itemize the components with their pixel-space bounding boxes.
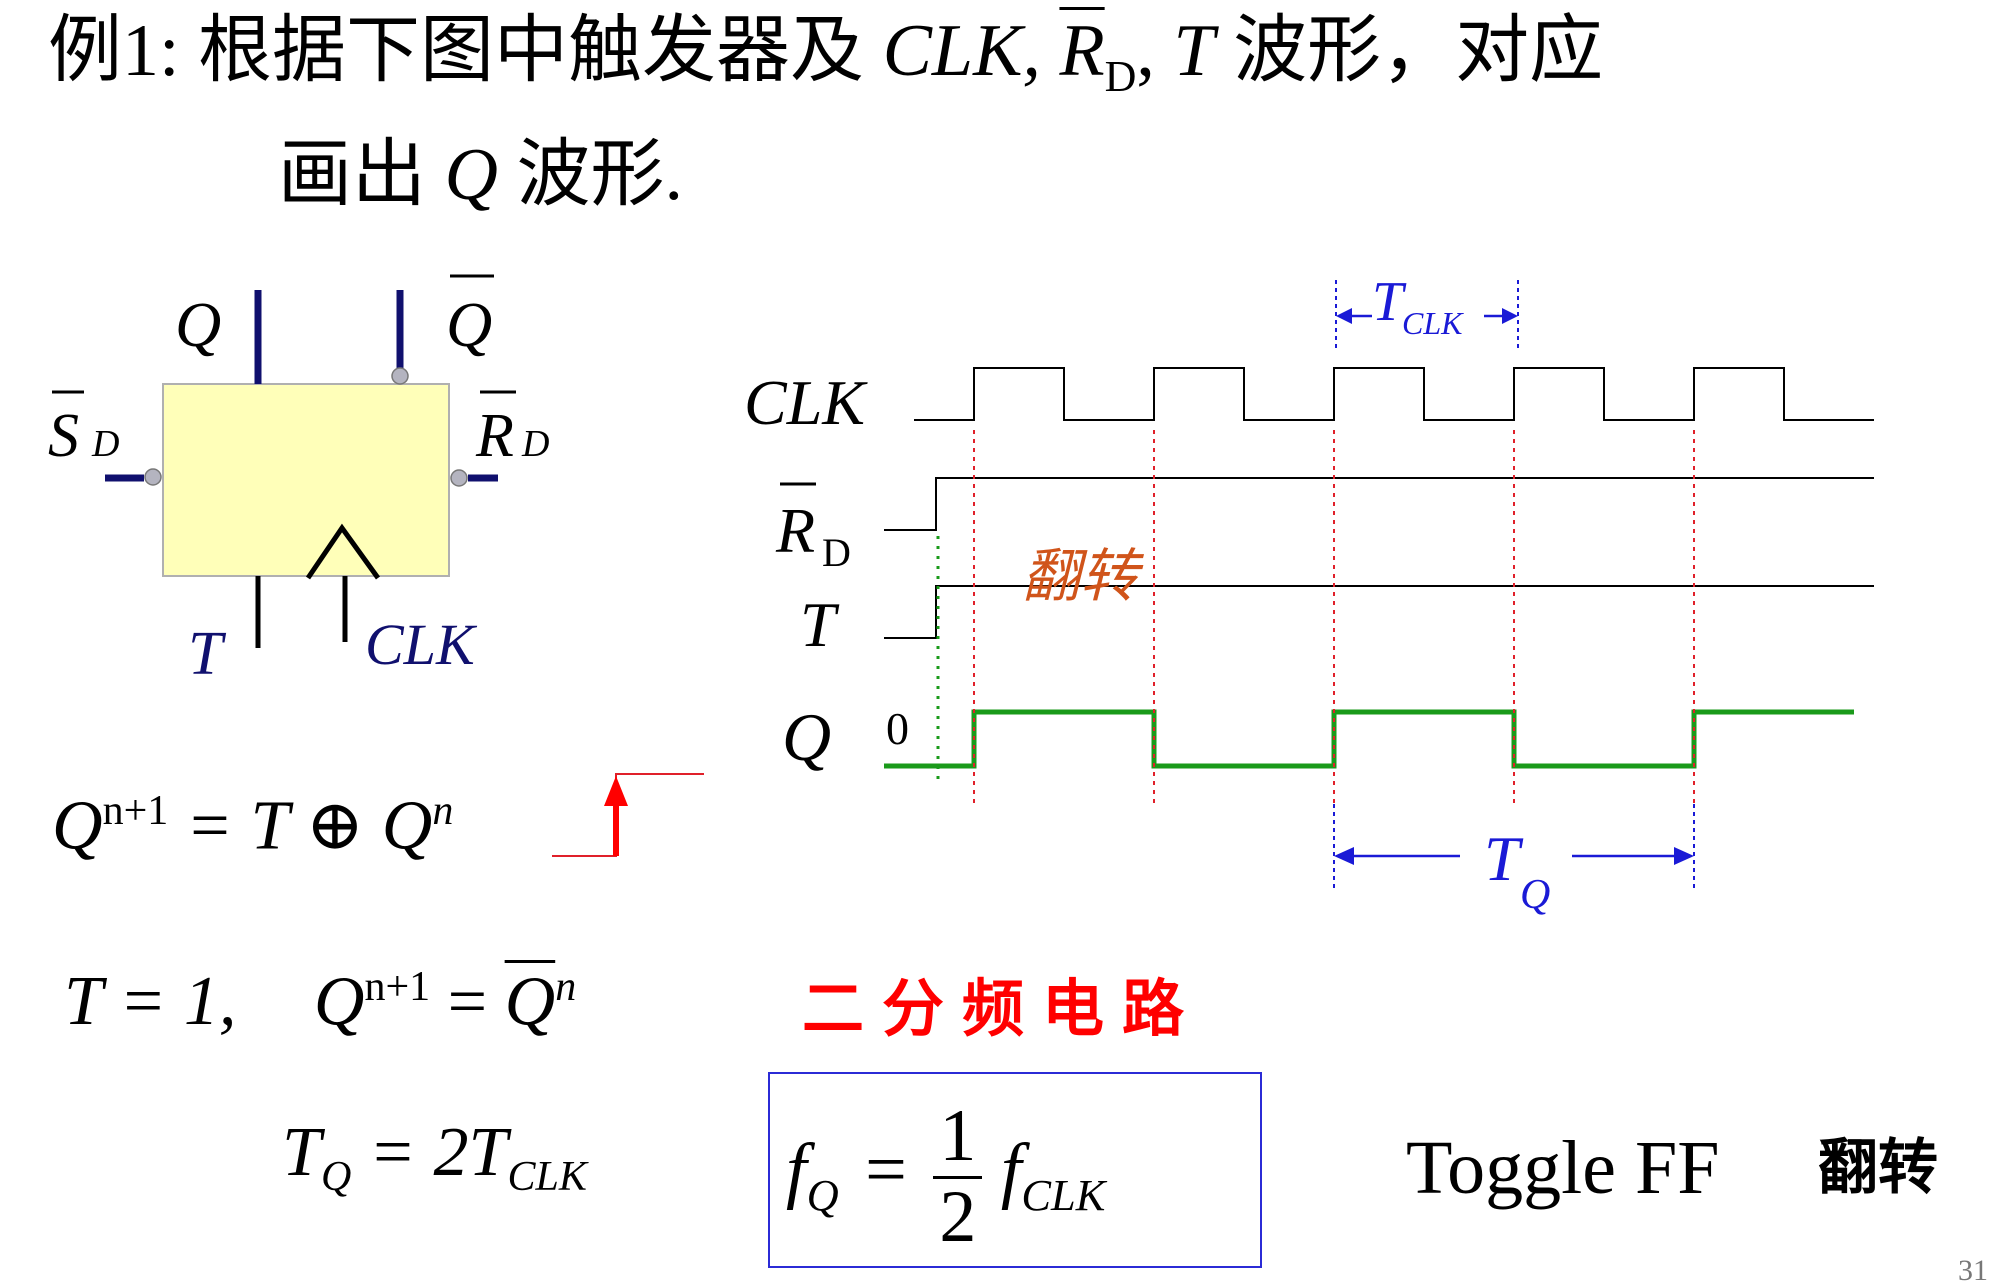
rising-edge-markers xyxy=(973,430,1695,804)
fq-rhs-sub: CLK xyxy=(1021,1169,1106,1220)
toggle-ff-label: Toggle FF xyxy=(1406,1126,1720,1210)
ff-rd-sub: D xyxy=(521,423,549,465)
t-wave-label: T xyxy=(800,589,840,660)
clk-waveform xyxy=(914,367,1874,421)
tq-arrowhead-left xyxy=(1334,847,1354,865)
fq-fraction: 1 2 xyxy=(933,1097,983,1258)
title-rd-sub: D xyxy=(1104,51,1137,101)
t1-equation: T = 1, Qn+1 = Qn xyxy=(64,966,576,1037)
title2-prefix: 画出 xyxy=(278,134,426,216)
frequency-formula: fQ = 1 2 fCLK xyxy=(786,1097,1106,1258)
q-wave-label: Q xyxy=(782,699,831,775)
title-prefix: 例1: 根据下图中触发器及 xyxy=(48,10,865,92)
rd-wave-label: R xyxy=(775,495,815,566)
q-initial-value: 0 xyxy=(886,703,909,754)
tq-eq-lhs-sub: Q xyxy=(320,1154,352,1200)
t1-cond: T = 1, xyxy=(64,963,237,1041)
ff-box xyxy=(162,383,450,577)
ff-qbar-label: Q xyxy=(446,289,492,360)
qbar-bubble xyxy=(391,367,409,385)
title-suffix: 波形，对应 xyxy=(1233,10,1604,92)
ff-t-label: T xyxy=(188,620,227,688)
tq-sub: Q xyxy=(1520,872,1550,918)
fq-eq: = xyxy=(865,1129,907,1212)
tclk-arrowhead-left xyxy=(1336,308,1352,324)
clock-edge-symbol xyxy=(305,523,381,580)
rd-wave-sub: D xyxy=(822,530,851,575)
title-line-1: 例1: 根据下图中触发器及 CLK, RD, T 波形，对应 xyxy=(48,14,1603,99)
t1-eq: = xyxy=(447,963,488,1041)
title-rd: R xyxy=(1059,10,1105,92)
tq-arrowhead-right xyxy=(1674,847,1694,865)
char-eq-rhs: = T ⊕ Q xyxy=(185,787,433,865)
toggle-ff-cn: 翻转 xyxy=(1818,1133,1938,1203)
sd-bubble xyxy=(144,468,162,486)
title-t: T xyxy=(1173,10,1215,92)
ff-clk-label: CLK xyxy=(365,612,478,677)
title2-suffix: 波形. xyxy=(516,134,683,216)
characteristic-equation: Qn+1 = T ⊕ Qn xyxy=(52,790,453,861)
fq-denominator: 2 xyxy=(939,1175,977,1258)
t-waveform xyxy=(884,585,1874,639)
tclk-sub: CLK xyxy=(1402,305,1464,341)
title-clk: CLK, xyxy=(882,10,1041,92)
tclk-label: T xyxy=(1372,271,1407,333)
title-line-2: 画出 Q 波形. xyxy=(278,138,683,212)
tclk-arrowhead-right xyxy=(1502,308,1518,324)
timing-diagram: T CLK CLK R D T 翻转 Q 0 xyxy=(744,271,1874,918)
tq-eq-rhs: = 2T xyxy=(368,1114,508,1191)
fq-rhs: f xyxy=(1000,1129,1022,1212)
period-equation: TQ = 2TCLK xyxy=(282,1118,587,1200)
clk-wave-label: CLK xyxy=(744,367,868,438)
title2-q: Q xyxy=(444,134,498,216)
t1-lhs-sup: n+1 xyxy=(364,964,431,1010)
fq-numerator: 1 xyxy=(933,1097,983,1179)
ff-q-label: Q xyxy=(175,289,221,360)
fq-lhs-sub: Q xyxy=(806,1169,839,1220)
fq-lhs: f xyxy=(786,1129,807,1212)
page-number: 31 xyxy=(1958,1254,1988,1287)
t1-lhs: Q xyxy=(313,963,365,1041)
ff-sd-label: S xyxy=(48,402,79,470)
rd-waveform xyxy=(884,477,1874,531)
rising-edge-step xyxy=(552,773,704,857)
q-waveform xyxy=(884,709,1854,769)
flip-flop-block: Q Q S D R D T CLK xyxy=(48,274,549,688)
char-eq-lhs: Q xyxy=(52,787,103,865)
char-eq-lhs-sup: n+1 xyxy=(102,788,169,834)
rising-edge-icon xyxy=(552,773,704,857)
t1-rhs: Q xyxy=(504,963,556,1041)
ff-rd-label: R xyxy=(475,402,514,470)
title-comma: , xyxy=(1136,10,1155,92)
tq-label: T xyxy=(1484,823,1524,894)
divider-label: 二分频电路 xyxy=(802,972,1203,1045)
ff-sd-sub: D xyxy=(91,423,119,465)
handwritten-note: 翻转 xyxy=(1022,542,1145,610)
tq-eq-lhs: T xyxy=(282,1114,321,1191)
tq-eq-rhs-sub: CLK xyxy=(507,1154,587,1200)
rd-bubble xyxy=(450,469,468,487)
t1-rhs-sup: n xyxy=(555,964,577,1010)
rising-edge-arrow-head xyxy=(604,776,628,806)
char-eq-rhs-sup: n xyxy=(432,788,454,834)
frequency-formula-box xyxy=(768,1072,1262,1268)
